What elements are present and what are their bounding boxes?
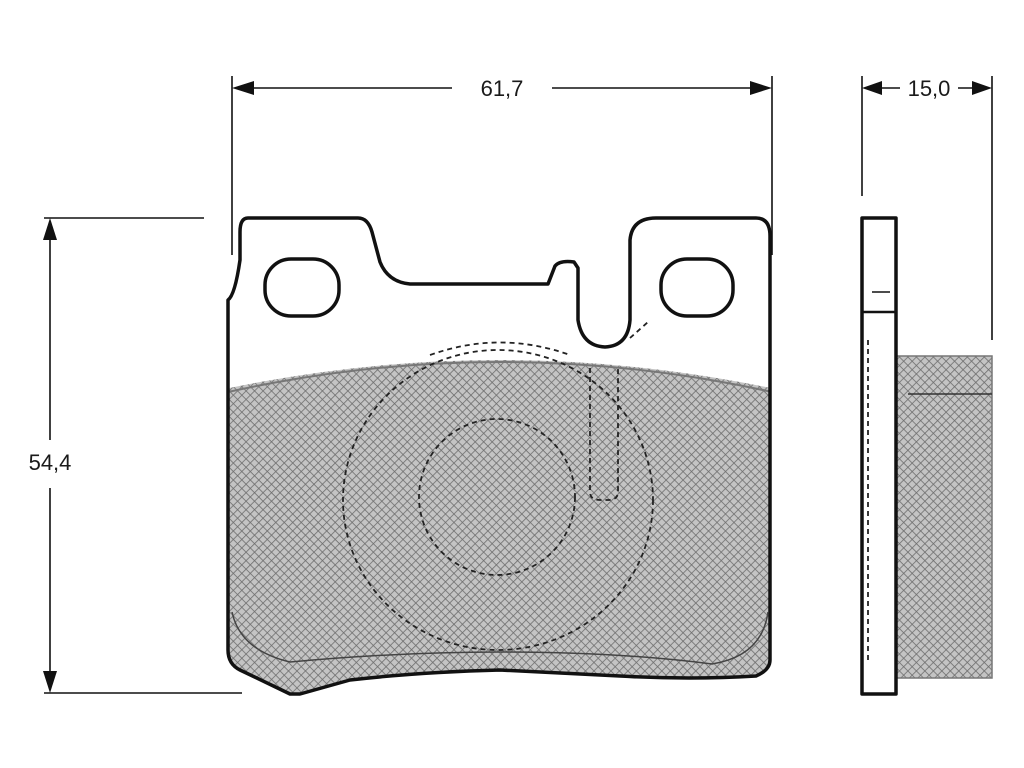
thickness-dimension: 15,0	[861, 76, 993, 340]
arrowhead-down-icon	[43, 671, 57, 693]
piston-contact-circle-outer	[342, 349, 654, 651]
arrowhead-right-icon	[750, 81, 772, 95]
piston-contact-circle-inner	[418, 418, 576, 576]
arrowhead-left-icon	[232, 81, 254, 95]
side-backing-plate	[860, 216, 898, 696]
pad-front-view	[226, 216, 772, 696]
pad-side-view	[860, 216, 993, 696]
friction-material	[228, 360, 770, 694]
width-label: 61,7	[481, 76, 524, 101]
hidden-line-clip	[629, 321, 649, 339]
backing-plate-outline	[226, 216, 772, 696]
wear-indicator-slot	[589, 368, 619, 501]
mounting-hole-right	[659, 257, 735, 318]
height-label: 54,4	[29, 450, 72, 475]
hidden-arc-top	[429, 341, 571, 356]
width-dimension: 61,7	[231, 76, 773, 255]
height-dimension: 54,4	[29, 217, 242, 694]
arrowhead-left-icon	[862, 81, 882, 95]
mounting-hole-left	[263, 257, 341, 318]
thickness-label: 15,0	[908, 76, 951, 101]
side-friction-block	[895, 355, 993, 679]
arrowhead-right-icon	[972, 81, 992, 95]
arrowhead-up-icon	[43, 218, 57, 240]
friction-lower-edge	[231, 611, 769, 665]
